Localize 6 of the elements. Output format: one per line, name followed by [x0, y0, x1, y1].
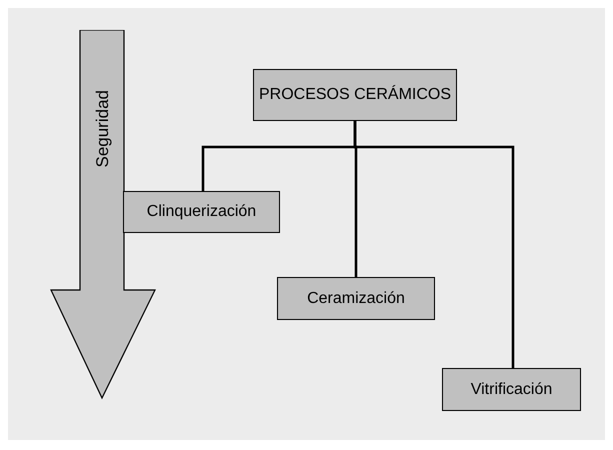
- arrow-label: Seguridad: [93, 90, 113, 168]
- process-box: PROCESOS CERÁMICOS: [253, 69, 457, 121]
- process-box: Ceramización: [277, 277, 435, 320]
- process-box: Vitrificación: [442, 368, 581, 411]
- process-box: Clinquerización: [123, 191, 280, 233]
- connector-line: [354, 121, 514, 368]
